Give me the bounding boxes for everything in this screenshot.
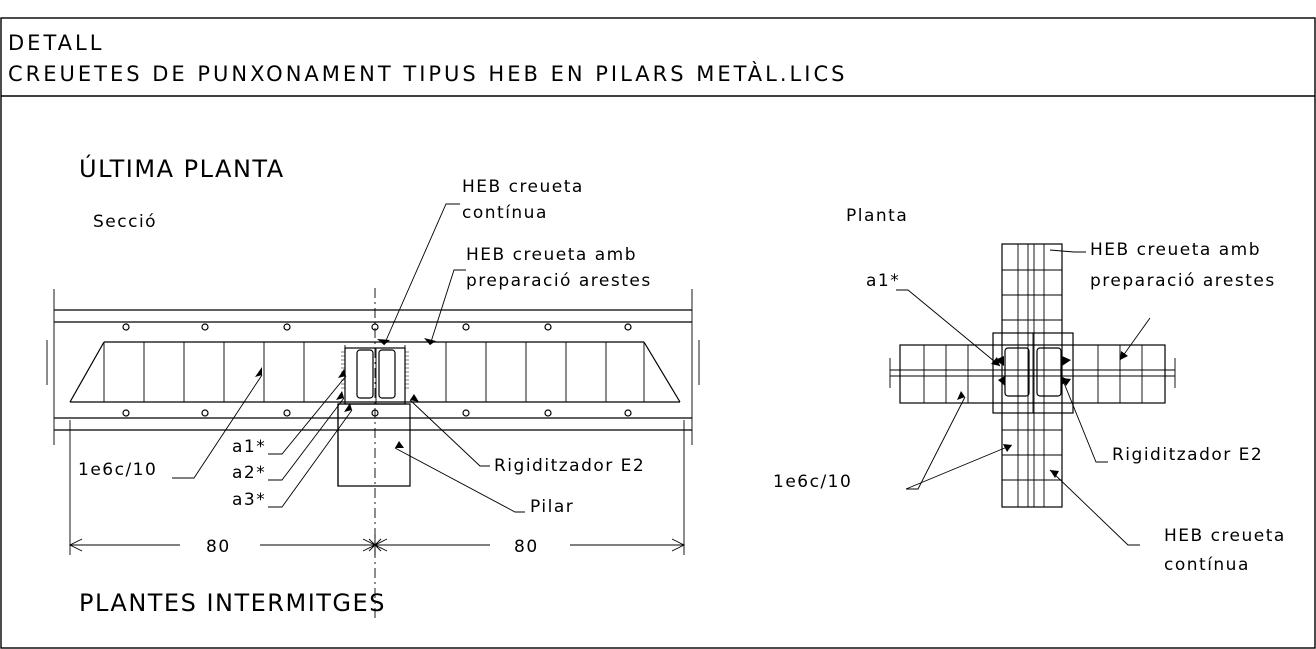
section-bottom-title: PLANTES INTERMITGES [79,589,386,617]
section-label-a1: a1* [232,437,266,457]
plan-leaders [896,249,1151,546]
plan-view: Planta [773,206,1286,575]
plan-label-heb-continua-2: contínua [1164,555,1250,575]
dimension-left: 80 [206,537,231,557]
section-label-heb-arestes-1: HEB creueta amb [466,245,637,265]
section-view: ÚLTIMA PLANTA Secció PLANTES INTERMITGES [46,153,700,620]
plan-vertical-cage [1001,243,1063,508]
dimension-line [68,420,686,555]
section-arrowheads [255,338,436,448]
column-head [337,288,411,620]
section-label-heb-continua-2: contínua [462,203,548,223]
section-label-heb-continua-1: HEB creueta [462,177,584,197]
plan-label-heb-arestes-2: preparació arestes [1090,271,1276,291]
plan-label-heb-arestes-1: HEB creueta amb [1090,240,1261,260]
title-block: DETALL CREUETES DE PUNXONAMENT TIPUS HEB… [0,17,1316,649]
plan-arrowheads [957,351,1128,478]
section-label-stirrups: 1e6c/10 [78,460,157,480]
header-line-2: CREUETES DE PUNXONAMENT TIPUS HEB EN PIL… [8,61,847,86]
section-label-column: Pilar [530,497,574,517]
section-label-a3: a3* [232,490,266,510]
plan-label-stiffener: Rigiditzador E2 [1112,445,1263,465]
slab [46,289,700,445]
section-leaders [172,203,525,513]
plan-horizontal-cage [889,344,1176,404]
section-label-stiffener: Rigiditzador E2 [494,456,645,476]
plan-label-a1: a1* [866,271,900,291]
section-label-a2: a2* [232,463,266,483]
section-label-heb-arestes-2: preparació arestes [466,271,652,291]
plan-label-stirrups: 1e6c/10 [773,472,852,492]
header-line-1: DETALL [8,31,104,55]
section-title: ÚLTIMA PLANTA [79,153,285,183]
plan-title: Planta [846,206,908,226]
rebar-dots-bottom [122,409,632,417]
rebar-dots-top [122,323,632,331]
plan-label-heb-continua-1: HEB creueta [1164,526,1286,546]
section-subtitle: Secció [93,212,157,232]
dimension-right: 80 [514,537,539,557]
sheet-frame [0,17,1316,649]
